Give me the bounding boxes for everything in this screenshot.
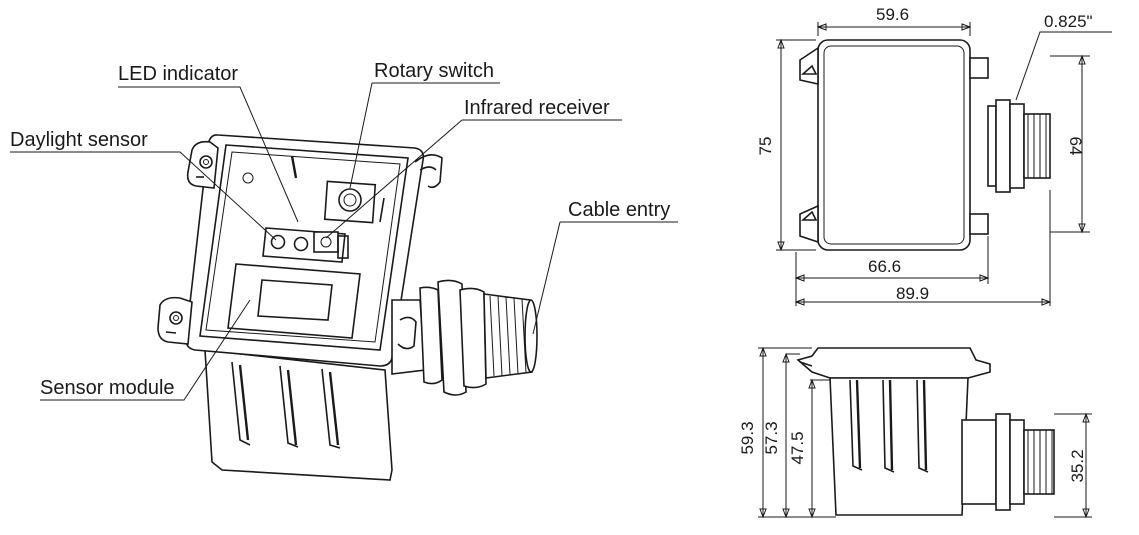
dim-height-gland: 64 [1066,137,1085,156]
daylight-sensor-leader [10,151,277,241]
sensor-module-leader [40,299,251,401]
cable-entry-leader [532,221,678,335]
dim-thread: 0.825" [1044,12,1093,31]
callout-labels: LED indicator Rotary switch Infrared rec… [10,60,670,399]
label-daylight-sensor: Daylight sensor [10,129,148,151]
led-indicator-leader [118,86,299,223]
label-sensor-module: Sensor module [40,377,175,399]
label-infrared-receiver: Infrared receiver [464,97,610,119]
label-rotary-switch: Rotary switch [374,60,494,82]
callout-leaders [10,82,678,401]
label-cable-entry: Cable entry [568,199,670,221]
dim-width-body: 66.6 [868,257,901,276]
dim-width-total: 89.9 [896,284,929,303]
dim-width-box: 59.6 [876,5,909,24]
dim-h-total: 59.3 [738,421,757,454]
dim-height-box: 75 [756,137,775,156]
infrared-receiver-leader [325,119,622,239]
top-view: 59.6 0.825" 75 64 66.6 89.9 [756,5,1112,306]
isometric-view [157,134,538,481]
dim-h-gland: 35.2 [1068,449,1087,482]
dim-h-body: 47.5 [788,431,807,464]
dim-h-mid: 57.3 [762,421,781,454]
label-led-indicator: LED indicator [118,63,238,85]
rotary-switch-leader [349,82,500,189]
side-view: 59.3 57.3 47.5 35.2 [738,346,1092,519]
